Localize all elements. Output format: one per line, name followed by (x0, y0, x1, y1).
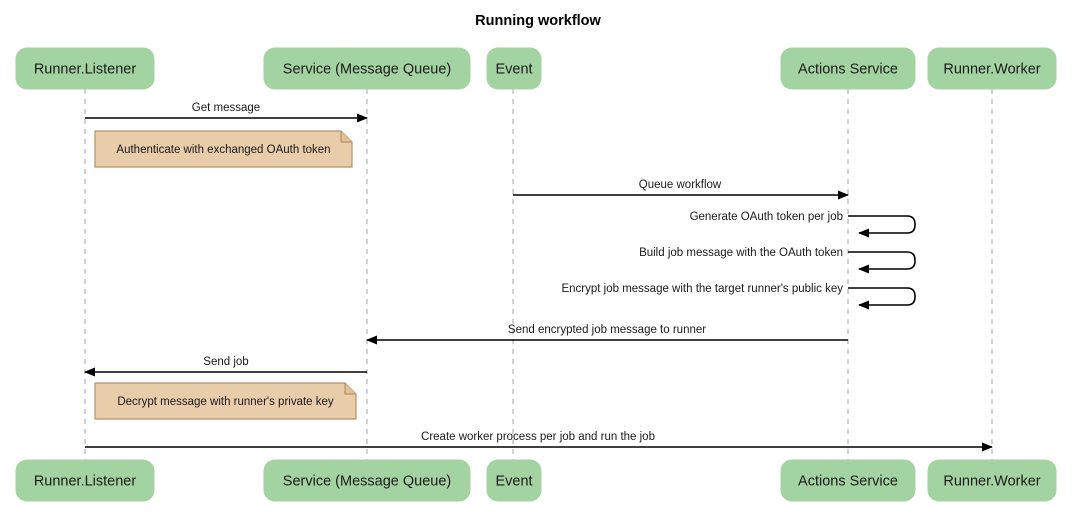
participant-label: Runner.Listener (34, 473, 137, 489)
message-queue-workflow[interactable]: Queue workflow (513, 179, 849, 200)
participant-box (15, 459, 155, 502)
participant-event-top[interactable]: Event (486, 47, 542, 90)
participant-box (780, 459, 916, 502)
note-fold-corner-icon (340, 131, 352, 143)
note-fold-corner-icon (344, 383, 356, 395)
participant-label: Event (495, 473, 532, 489)
participant-label: Runner.Worker (943, 473, 1040, 489)
message-label: Generate OAuth token per job (690, 211, 843, 223)
participant-label: Service (Message Queue) (283, 473, 451, 489)
participant-box (486, 459, 542, 502)
message-encrypt-job-message-with-the-target-runners-public-key[interactable]: Encrypt job message with the target runn… (561, 283, 916, 310)
participants-top-layer: Runner.Listener Service (Message Queue) Ev… (15, 47, 1057, 90)
participant-runner-listener-top[interactable]: Runner.Listener (15, 47, 155, 90)
participants-bottom-layer: Runner.Listener Service (Message Queue) Ev… (15, 459, 1057, 502)
participant-box (927, 47, 1057, 90)
participant-box (15, 47, 155, 90)
message-generate-oauth-token-per-job[interactable]: Generate OAuth token per job (690, 211, 916, 238)
participant-box (486, 47, 542, 90)
note-body (94, 130, 353, 168)
participant-runner-worker-bottom[interactable]: Runner.Worker (927, 459, 1057, 502)
message-label: Build job message with the OAuth token (639, 247, 843, 259)
message-label: Encrypt job message with the target runn… (561, 283, 843, 295)
self-call-path (848, 251, 916, 274)
participant-service-message-queue-bottom[interactable]: Service (Message Queue) (263, 459, 471, 502)
note-decrypt-message-with-runners-private-key[interactable]: Decrypt message with runner's private ke… (94, 382, 357, 420)
participant-label: Service (Message Queue) (283, 61, 451, 77)
participant-box (927, 459, 1057, 502)
participant-box (263, 47, 471, 90)
message-send-encrypted-job-message-to-runner[interactable]: Send encrypted job message to runner (366, 324, 848, 345)
participant-actions-service-top[interactable]: Actions Service (780, 47, 916, 90)
note-body (94, 382, 357, 420)
participant-box (780, 47, 916, 90)
note-authenticate-with-exchanged-oauth-token[interactable]: Authenticate with exchanged OAuth token (94, 130, 353, 168)
message-send-job[interactable]: Send job (84, 356, 367, 377)
participant-label: Actions Service (798, 61, 898, 77)
participant-runner-listener-bottom[interactable]: Runner.Listener (15, 459, 155, 502)
message-get-message[interactable]: Get message (85, 102, 368, 123)
note-label: Authenticate with exchanged OAuth token (116, 144, 330, 156)
lifelines-layer (84, 89, 993, 460)
participant-runner-worker-top[interactable]: Runner.Worker (927, 47, 1057, 90)
participant-label: Event (495, 61, 532, 77)
message-label: Get message (192, 102, 260, 114)
message-label: Create worker process per job and run th… (421, 431, 655, 443)
message-create-worker-process-per-job-and-run-the-job[interactable]: Create worker process per job and run th… (85, 431, 993, 452)
notes-layer: Authenticate with exchanged OAuth tokenD… (94, 130, 357, 420)
note-label: Decrypt message with runner's private ke… (117, 396, 334, 408)
self-call-path (848, 215, 916, 238)
message-build-job-message-with-the-oauth-token[interactable]: Build job message with the OAuth token (639, 247, 916, 274)
participant-event-bottom[interactable]: Event (486, 459, 542, 502)
participant-service-message-queue-top[interactable]: Service (Message Queue) (263, 47, 471, 90)
message-label: Queue workflow (639, 179, 722, 191)
self-call-path (848, 287, 916, 310)
page-title: Running workflow (475, 13, 601, 29)
participant-actions-service-bottom[interactable]: Actions Service (780, 459, 916, 502)
participant-label: Actions Service (798, 473, 898, 489)
message-label: Send encrypted job message to runner (508, 324, 706, 336)
participant-label: Runner.Worker (943, 61, 1040, 77)
participant-label: Runner.Listener (34, 61, 137, 77)
message-label: Send job (203, 356, 248, 368)
participant-box (263, 459, 471, 502)
